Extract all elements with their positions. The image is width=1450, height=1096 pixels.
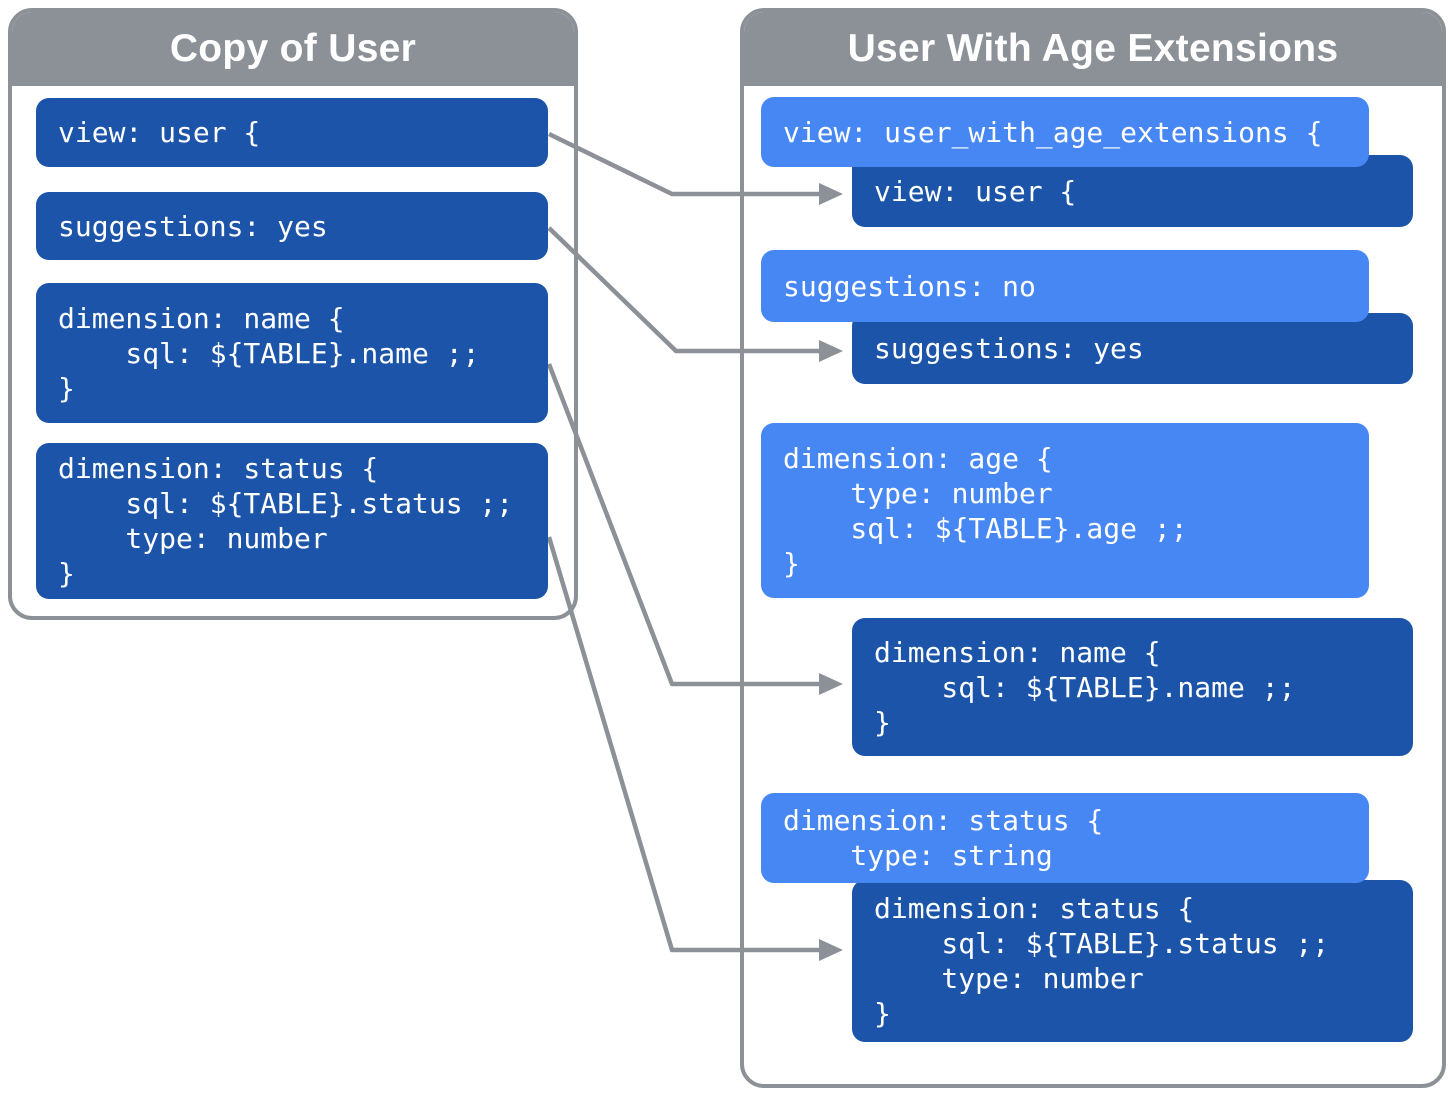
code-line: }: [874, 705, 891, 739]
block-dimension-name-left: dimension: name { sql: ${TABLE}.name ;; …: [36, 283, 548, 423]
code-line: dimension: status {: [783, 804, 1104, 837]
code-line: }: [783, 546, 800, 580]
panel-copy-of-user-header: Copy of User: [12, 12, 574, 86]
code-line: view: user_with_age_extensions {: [783, 115, 1323, 149]
code-line: type: number: [874, 962, 1144, 995]
block-suggestions-no-extension: suggestions: no: [761, 250, 1369, 322]
code-line: dimension: age {: [783, 441, 1053, 475]
code-line: sql: ${TABLE}.name ;;: [58, 336, 480, 370]
code-line: }: [58, 371, 75, 405]
block-suggestions-yes-inherited: suggestions: yes: [852, 313, 1413, 384]
panel-title: Copy of User: [169, 27, 417, 70]
code-line: sql: ${TABLE}.name ;;: [874, 670, 1296, 704]
code-line: sql: ${TABLE}.status ;;: [58, 487, 514, 520]
code-line: }: [58, 557, 75, 590]
code-line: view: user {: [874, 174, 1077, 208]
block-dimension-age-extension: dimension: age { type: number sql: ${TAB…: [761, 423, 1369, 598]
block-dimension-status-inherited: dimension: status { sql: ${TABLE}.status…: [852, 880, 1413, 1042]
code-line: dimension: name {: [58, 301, 345, 335]
code-line: suggestions: yes: [58, 209, 328, 243]
block-dimension-status-left: dimension: status { sql: ${TABLE}.status…: [36, 443, 548, 599]
code-line: dimension: status {: [874, 892, 1195, 925]
code-line: suggestions: no: [783, 269, 1036, 303]
code-line: sql: ${TABLE}.age ;;: [783, 511, 1188, 545]
block-suggestions-yes-left: suggestions: yes: [36, 192, 548, 260]
code-line: dimension: status {: [58, 452, 379, 485]
panel-user-with-age-extensions-header: User With Age Extensions: [744, 12, 1442, 86]
panel-title: User With Age Extensions: [847, 27, 1339, 70]
block-view-user-inherited: view: user {: [852, 155, 1413, 227]
block-dimension-status-extension: dimension: status { type: string: [761, 793, 1369, 883]
code-line: suggestions: yes: [874, 332, 1144, 365]
code-line: sql: ${TABLE}.status ;;: [874, 927, 1330, 960]
block-view-user-left: view: user {: [36, 98, 548, 167]
code-line: dimension: name {: [874, 635, 1161, 669]
code-line: }: [874, 997, 891, 1030]
code-line: type: number: [58, 522, 328, 555]
code-line: view: user {: [58, 116, 261, 149]
code-line: type: string: [783, 839, 1053, 872]
block-dimension-name-inherited: dimension: name { sql: ${TABLE}.name ;; …: [852, 618, 1413, 756]
code-line: type: number: [783, 476, 1053, 510]
block-view-user-with-age-extensions: view: user_with_age_extensions {: [761, 97, 1369, 167]
